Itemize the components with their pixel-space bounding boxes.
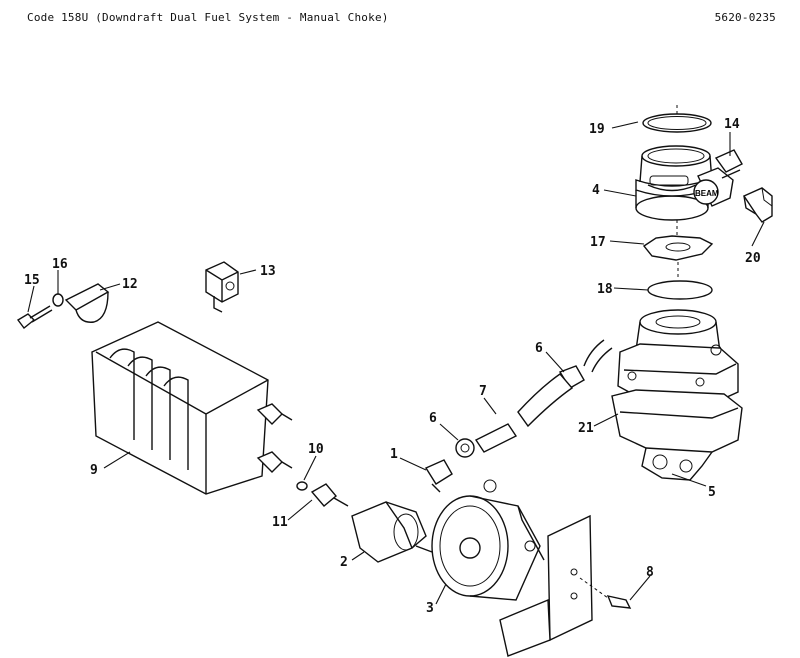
callout-21: 21 xyxy=(578,421,594,436)
part-8-mounting-bracket xyxy=(499,514,632,657)
callout-11: 11 xyxy=(272,515,288,530)
callout-15: 15 xyxy=(24,273,40,288)
callout-10: 10 xyxy=(308,442,324,457)
part-20-elbow xyxy=(742,187,773,223)
callout-20: 20 xyxy=(745,251,761,266)
diagram-title: Code 158U (Downdraft Dual Fuel System - … xyxy=(27,11,389,24)
part-6-fitting-lower xyxy=(455,438,475,458)
callout-6-upper: 6 xyxy=(535,341,543,356)
part-17-spacer-plate xyxy=(642,220,714,261)
diagram-code: 5620-0235 xyxy=(714,11,776,24)
callout-16: 16 xyxy=(52,257,68,272)
part-3-regulator xyxy=(431,479,545,601)
callout-13: 13 xyxy=(260,264,276,279)
part-10-o-ring xyxy=(296,481,308,491)
callout-8: 8 xyxy=(646,565,654,580)
part-21-carburetor xyxy=(611,309,743,481)
callout-12: 12 xyxy=(122,277,138,292)
part-15-bolt xyxy=(16,305,53,329)
callout-9: 9 xyxy=(90,463,98,478)
part-9-vaporizer xyxy=(91,321,293,495)
part-19-gasket xyxy=(642,105,712,133)
callout-19: 19 xyxy=(589,122,605,137)
part-16-washer xyxy=(52,293,64,307)
part-18-gasket xyxy=(647,262,713,300)
callout-6-lower: 6 xyxy=(429,411,437,426)
part-7-hose xyxy=(474,339,613,453)
leader-lines xyxy=(27,121,765,605)
beam-stamp-text: BEAM xyxy=(695,189,719,198)
callout-5: 5 xyxy=(708,485,716,500)
callout-14: 14 xyxy=(724,117,740,132)
callout-2: 2 xyxy=(340,555,348,570)
part-14-elbow-fitting: BEAM xyxy=(693,149,743,207)
callout-3: 3 xyxy=(426,601,434,616)
part-4-adapter xyxy=(635,145,713,221)
part-11-fitting xyxy=(310,483,349,507)
part-13-block-fitting xyxy=(205,261,239,313)
callout-1: 1 xyxy=(390,447,398,462)
callout-labels: 19 14 4 20 17 18 6 21 5 7 6 1 8 9 10 11 … xyxy=(24,117,761,616)
part-12-clamp xyxy=(64,283,110,323)
part-2-solenoid xyxy=(351,501,433,563)
callout-18: 18 xyxy=(597,282,613,297)
callout-17: 17 xyxy=(590,235,606,250)
callout-7: 7 xyxy=(479,384,487,399)
callout-4: 4 xyxy=(592,183,600,198)
part-1-fitting xyxy=(424,459,453,493)
